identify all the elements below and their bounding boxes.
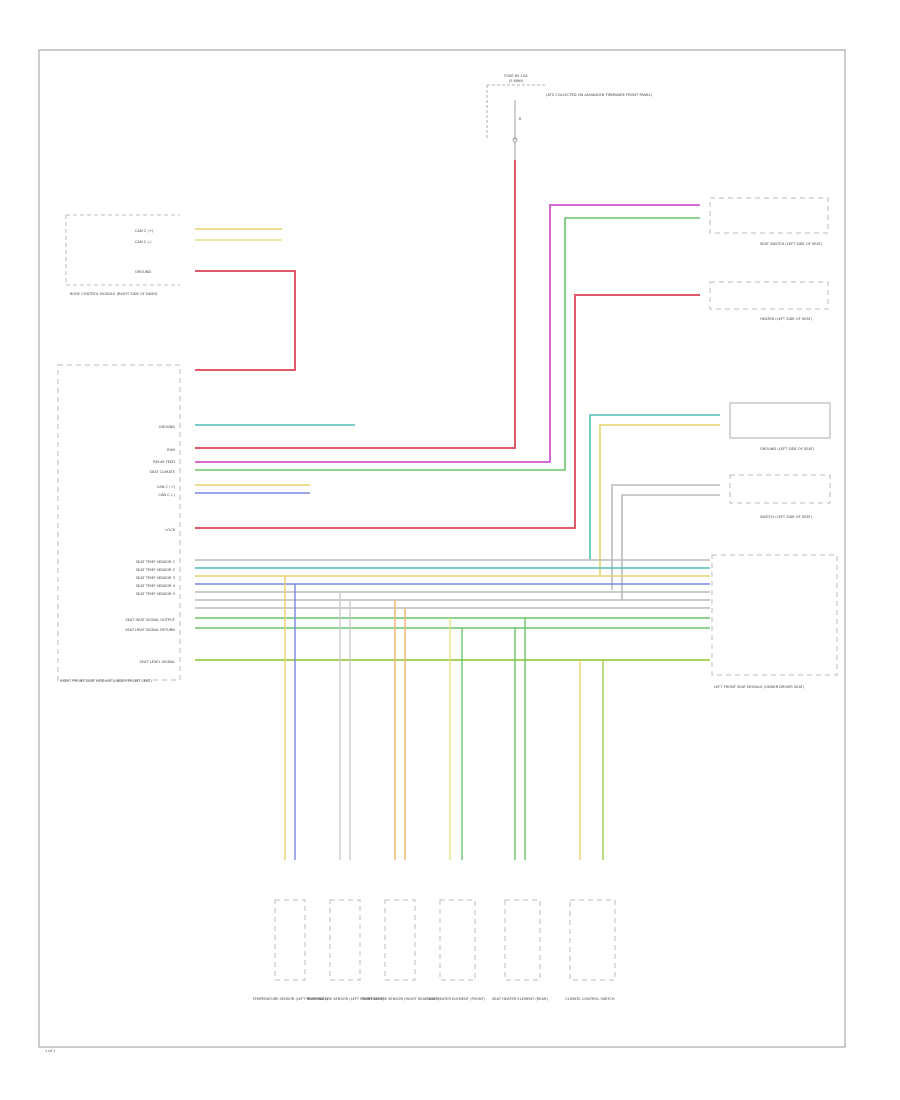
- diagram-frame: [38, 49, 846, 1048]
- fuse-sub: (5 MINI): [509, 79, 524, 83]
- center-pin-labels: GROUND RUN RELAY FEED SEAT CLIMATE CAN C…: [150, 425, 176, 532]
- component-6: CLIMATE CONTROL SWITCH: [565, 997, 615, 1001]
- left-pin-2: CAN C (-): [135, 240, 152, 244]
- right-module-box: [711, 554, 838, 676]
- switch-box: [729, 474, 831, 504]
- component-2: TEMPERATURE SENSOR (LEFT FRONT SEAT): [305, 997, 385, 1001]
- ground-box: [729, 402, 831, 439]
- wire-temp-4: [621, 494, 720, 600]
- component-boxes: [274, 899, 616, 981]
- wire-temp-2: [599, 424, 720, 575]
- vertical-drops: [284, 576, 604, 860]
- svg-text:CAN C (+): CAN C (+): [157, 485, 176, 489]
- svg-text:LOCK: LOCK: [165, 528, 175, 532]
- heater-label: HEATER (LEFT SIDE OF SEAT): [760, 317, 813, 321]
- wire-lock: [195, 294, 700, 529]
- left-pin-1: CAN C (+): [135, 229, 154, 233]
- svg-text:SEAT TEMP SENSOR 5: SEAT TEMP SENSOR 5: [136, 592, 175, 596]
- svg-text:RELAY FEED: RELAY FEED: [153, 460, 175, 464]
- svg-text:SEAT LEVEL SIGNAL: SEAT LEVEL SIGNAL: [140, 660, 176, 664]
- wire-fuse-feed: [195, 160, 516, 449]
- component-5: SEAT HEATER ELEMENT (REAR): [492, 997, 548, 1001]
- center-module-box: [57, 364, 181, 681]
- body-control-module: BODY CONTROL MODULE (RIGHT SIDE OF DASH): [65, 214, 180, 296]
- seat-switch-box: [709, 197, 829, 234]
- page-number: 1 of 1: [45, 1049, 55, 1053]
- svg-text:SEAT HEAT SIGNAL RETURN: SEAT HEAT SIGNAL RETURN: [125, 628, 175, 632]
- component-3: TEMPERATURE SENSOR (RIGHT REAR SEAT): [360, 997, 440, 1001]
- component-labels: TEMPERATURE SENSOR (LEFT REAR SEAT) TEMP…: [251, 997, 615, 1001]
- svg-text:SEAT TEMP SENSOR 3: SEAT TEMP SENSOR 3: [136, 576, 175, 580]
- svg-text:SEAT TEMP SENSOR 2: SEAT TEMP SENSOR 2: [136, 568, 175, 572]
- svg-text:GROUND: GROUND: [159, 425, 175, 429]
- svg-text:RUN: RUN: [167, 448, 175, 452]
- wire-temp-1: [589, 414, 720, 560]
- svg-text:SEAT CLIMATE: SEAT CLIMATE: [150, 470, 176, 474]
- wire-temp-3: [611, 484, 720, 590]
- heater-box: [709, 281, 829, 310]
- switch-label: SWITCH (LEFT SIDE OF SEAT): [760, 515, 813, 519]
- svg-text:CAN C (-): CAN C (-): [158, 493, 175, 497]
- ground-label: GROUND (LEFT SIDE OF SEAT): [760, 447, 815, 451]
- fuse-block: FUSE 65 10A (5 MINI) (ATS COLLECTED ON A…: [486, 74, 653, 160]
- svg-text:SEAT TEMP SENSOR 1: SEAT TEMP SENSOR 1: [136, 560, 175, 564]
- bcm-label: BODY CONTROL MODULE (RIGHT SIDE OF DASH): [70, 292, 158, 296]
- right-module-label: LEFT FRONT SEAT MODULE (UNDER DRIVER SEA…: [714, 685, 805, 689]
- fuse-label: FUSE 65 10A: [504, 74, 528, 78]
- center-module-label: RIGHT FRONT SEAT MODULE (UNDER FRONT SEA…: [60, 679, 152, 683]
- component-4: SEAT HEATER ELEMENT (FRONT): [427, 997, 486, 1001]
- fuse-desc: (ATS COLLECTED ON ADVANCED FIRMWARE FRON…: [546, 93, 653, 97]
- wire-ground-loop: [195, 270, 296, 371]
- svg-text:SEAT TEMP SENSOR 4: SEAT TEMP SENSOR 4: [136, 584, 176, 588]
- bottom-pin-labels: SEAT TEMP SENSOR 1 SEAT TEMP SENSOR 2 SE…: [125, 560, 176, 664]
- seat-switch-label: SEAT SWITCH (LEFT SIDE OF SEAT): [760, 242, 823, 246]
- fuse-pin: 6: [519, 117, 522, 121]
- svg-text:SEAT HEAT SIGNAL OUTPUT: SEAT HEAT SIGNAL OUTPUT: [125, 618, 175, 622]
- component-1: TEMPERATURE SENSOR (LEFT REAR SEAT): [251, 997, 328, 1001]
- wire-seat-climate: [195, 217, 700, 471]
- wire-relay-feed: [195, 204, 700, 463]
- left-pin-3: GROUND: [135, 270, 151, 274]
